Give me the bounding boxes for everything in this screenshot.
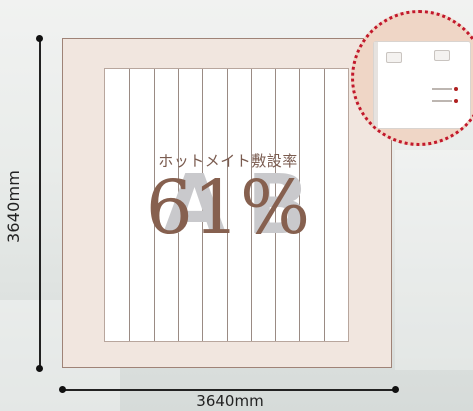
background-lettering: A B <box>162 158 310 253</box>
heated-area <box>104 68 349 342</box>
coverage-caption: ホットメイト敷設率 <box>158 152 298 170</box>
panel-indicator <box>454 87 458 91</box>
heating-pipe-line <box>154 69 155 341</box>
panel-switch <box>432 88 452 90</box>
dimension-endpoint <box>36 35 43 42</box>
panel-indicator <box>454 99 458 103</box>
heating-pipe-line <box>178 69 179 341</box>
heating-pipe-line <box>299 69 300 341</box>
heating-pipe-line <box>129 69 130 341</box>
horizontal-dimension-label: 3640mm <box>196 392 264 410</box>
dimension-endpoint <box>36 365 43 372</box>
panel-switch <box>432 100 452 102</box>
panel-edge <box>374 42 378 128</box>
vertical-dimension-label-wrap: 3640mm <box>0 151 28 261</box>
vertical-dimension-label: 3640mm <box>4 169 24 243</box>
heating-pipe-line <box>251 69 252 341</box>
heating-pipe-line <box>324 69 325 341</box>
coverage-rate: 61% <box>145 165 311 251</box>
panel-slot <box>386 52 402 63</box>
heating-pipe-line <box>275 69 276 341</box>
heating-pipe-line <box>227 69 228 341</box>
dimension-endpoint <box>392 386 399 393</box>
heating-pipe-line <box>202 69 203 341</box>
dimension-endpoint <box>59 386 66 393</box>
background-highlight <box>395 150 473 370</box>
panel-slot <box>434 50 450 61</box>
controller-panel-icon <box>373 41 471 129</box>
horizontal-dimension-line <box>62 389 396 391</box>
vertical-dimension-line <box>39 38 41 369</box>
controller-inset <box>351 10 473 146</box>
